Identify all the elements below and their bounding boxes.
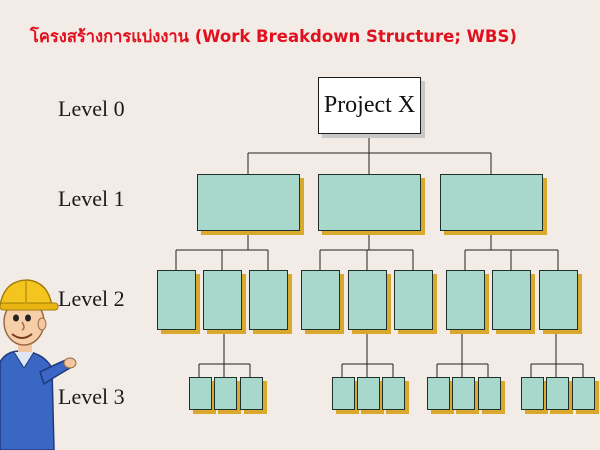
level-3-node <box>572 377 595 410</box>
level-1-node <box>318 174 421 231</box>
level-3-node <box>240 377 263 410</box>
level-3-node <box>357 377 380 410</box>
level-3-node <box>521 377 544 410</box>
level-3-node <box>427 377 450 410</box>
construction-worker-illustration <box>0 279 77 450</box>
project-x-node: Project X <box>318 77 421 134</box>
level-2-node <box>249 270 288 330</box>
level-2-node <box>203 270 242 330</box>
level-1-label: Level 1 <box>58 186 125 211</box>
level-3-node <box>189 377 212 410</box>
level-2-node <box>446 270 485 330</box>
level-2-node <box>348 270 387 330</box>
level-1-node <box>440 174 543 231</box>
level-3-node <box>332 377 355 410</box>
level-3-label: Level 3 <box>58 384 125 409</box>
level-2-node <box>394 270 433 330</box>
level-3-node <box>478 377 501 410</box>
level-2-node <box>301 270 340 330</box>
level-3-node <box>382 377 405 410</box>
level-0-label: Level 0 <box>58 96 125 121</box>
level-1-node <box>197 174 300 231</box>
level-2-node <box>157 270 196 330</box>
level-3-node <box>546 377 569 410</box>
level-3-node <box>214 377 237 410</box>
slide-title: โครงสร้างการแบ่งงาน (Work Breakdown Stru… <box>30 27 517 46</box>
level-2-node <box>539 270 578 330</box>
level-2-label: Level 2 <box>58 286 125 311</box>
level-3-node <box>452 377 475 410</box>
level-2-node <box>492 270 531 330</box>
